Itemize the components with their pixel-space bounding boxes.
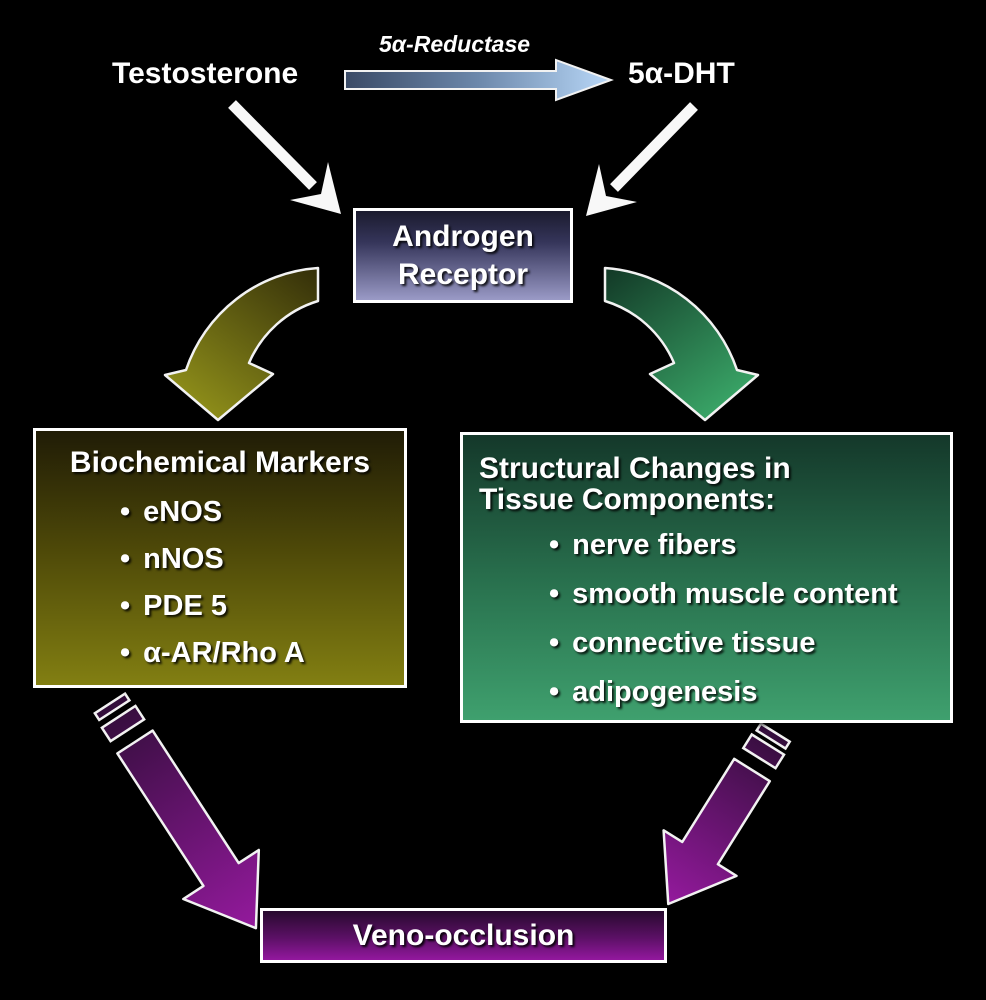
list-item-label: nerve fibers — [572, 529, 737, 561]
markers-to-occlusion-arrow — [93, 691, 261, 930]
product-label: 5α-DHT — [628, 57, 735, 90]
receptor-label-line2: Receptor — [397, 257, 529, 291]
receptor-to-structural-arrow — [603, 266, 760, 422]
list-item: • PDE 5 — [120, 583, 404, 630]
structural-to-occlusion-arrow — [662, 721, 792, 906]
veno-occlusion-box: Veno-occlusion — [260, 908, 667, 963]
list-item: • α-AR/Rho A — [120, 630, 404, 677]
biochemical-markers-list: • eNOS • nNOS • PDE 5 • α-AR/Rho A — [36, 489, 404, 677]
list-item-label: adipogenesis — [572, 676, 758, 708]
list-item: • nNOS — [120, 536, 404, 583]
bullet-icon: • — [549, 578, 560, 610]
veno-occlusion-label: Veno-occlusion — [352, 918, 575, 952]
bullet-icon: • — [120, 637, 131, 669]
substrate-to-receptor-arrow — [228, 100, 341, 214]
list-item-label: PDE 5 — [143, 590, 227, 622]
biochemical-markers-box: Biochemical Markers • eNOS • nNOS • PDE 5 •… — [33, 428, 407, 688]
receptor-to-markers-arrow — [163, 266, 320, 422]
list-item-label: smooth muscle content — [572, 578, 898, 610]
biochemical-markers-title: Biochemical Markers — [69, 446, 371, 479]
list-item-label: α-AR/Rho A — [143, 637, 305, 669]
list-item-label: nNOS — [143, 543, 224, 575]
structural-changes-title: Structural Changes in Tissue Components: — [463, 435, 950, 515]
bullet-icon: • — [120, 496, 131, 528]
bullet-icon: • — [549, 627, 560, 659]
structural-changes-title-line1: Structural Changes in — [479, 452, 791, 485]
list-item: • adipogenesis — [549, 668, 950, 717]
receptor-label-line1: Androgen — [392, 219, 534, 253]
list-item-label: connective tissue — [572, 627, 816, 659]
structural-changes-box: Structural Changes in Tissue Components:… — [460, 432, 953, 723]
bullet-icon: • — [120, 543, 131, 575]
enzyme-label: 5α-Reductase — [379, 31, 531, 57]
list-item-label: eNOS — [143, 496, 223, 528]
product-to-receptor-arrow — [586, 102, 698, 216]
list-item: • smooth muscle content — [549, 570, 950, 619]
substrate-label: Testosterone — [112, 57, 299, 90]
list-item: • nerve fibers — [549, 521, 950, 570]
list-item: • connective tissue — [549, 619, 950, 668]
bullet-icon: • — [549, 676, 560, 708]
structural-changes-list: • nerve fibers • smooth muscle content • co… — [463, 521, 950, 717]
bullet-icon: • — [549, 529, 560, 561]
bullet-icon: • — [120, 590, 131, 622]
list-item: • eNOS — [120, 489, 404, 536]
androgen-receptor-box: Androgen Receptor — [353, 208, 573, 303]
structural-changes-title-line2: Tissue Components: — [479, 483, 776, 516]
reaction-arrow — [344, 58, 614, 102]
